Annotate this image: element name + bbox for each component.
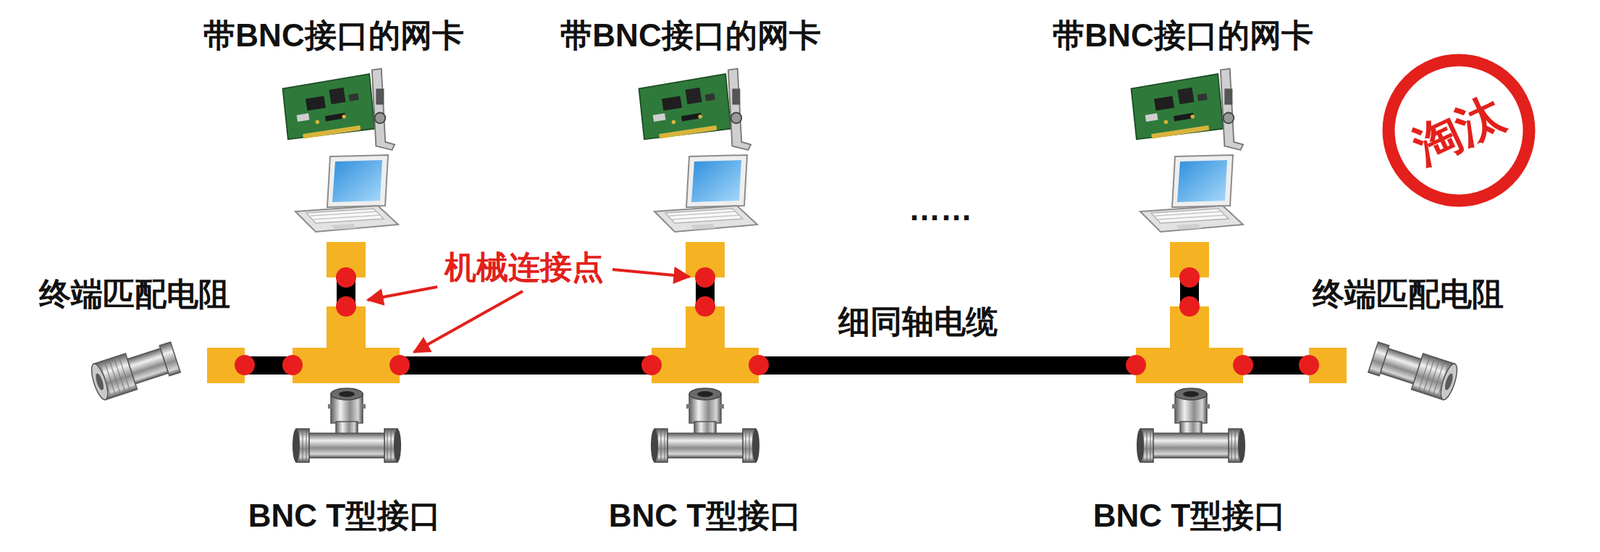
- terminator-label: 终端匹配电阻: [1312, 276, 1504, 312]
- stamp-text: 淘汰: [1405, 87, 1512, 174]
- network-card: [1131, 68, 1244, 150]
- nic-label: 带BNC接口的网卡: [203, 18, 464, 53]
- leader-arrow: [612, 269, 690, 277]
- bnc-t-connector: [650, 388, 760, 462]
- connector-label: BNC T型接口: [1093, 498, 1286, 533]
- connector-label: BNC T型接口: [608, 498, 802, 533]
- stamp-circle: [1388, 60, 1530, 201]
- t-junction: [282, 241, 410, 383]
- obsolete-stamp: 淘汰: [1382, 53, 1536, 208]
- leader-arrow: [414, 291, 523, 352]
- t-junction: [641, 241, 769, 383]
- terminator-label: 终端匹配电阻: [39, 276, 231, 312]
- stamp-body: 淘汰: [1382, 53, 1536, 208]
- network-card: [639, 68, 752, 150]
- callout-label: 机械连接点: [444, 249, 604, 285]
- cable-label: 细同轴电缆: [838, 304, 998, 339]
- t-junction: [1125, 241, 1254, 383]
- leader-arrow: [367, 286, 438, 300]
- joint-dot: [1298, 354, 1320, 376]
- bnc-t-connector: [292, 388, 402, 462]
- terminator-plug: [1367, 338, 1461, 402]
- laptop-icon: [295, 154, 399, 232]
- joint-dot: [234, 354, 255, 376]
- bnc-t-connector: [1136, 388, 1246, 462]
- network-card: [283, 68, 396, 150]
- ellipsis-mark: ……: [908, 191, 973, 227]
- terminator-plug: [88, 338, 181, 402]
- connector-label: BNC T型接口: [248, 498, 441, 533]
- nic-label: 带BNC接口的网卡: [560, 18, 821, 53]
- nic-label: 带BNC接口的网卡: [1052, 18, 1313, 53]
- laptop-icon: [1140, 154, 1244, 232]
- laptop-icon: [654, 154, 758, 232]
